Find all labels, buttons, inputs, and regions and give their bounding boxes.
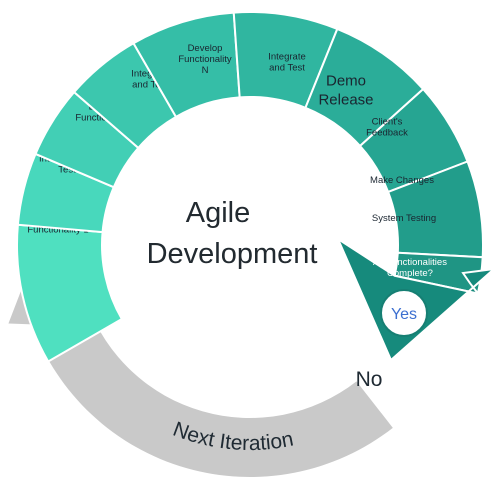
center-title-line-1: Agile	[186, 197, 251, 229]
center-title-line-2: Development	[147, 238, 318, 270]
next-iteration-arrow	[8, 216, 393, 477]
segment-10-label: System Testing	[372, 213, 436, 224]
segment-1	[16, 223, 124, 363]
no-label: No	[356, 368, 383, 391]
segment-9-label: Make Changes	[370, 175, 434, 186]
yes-label: Yes	[391, 306, 417, 323]
yes-badge	[380, 289, 428, 337]
